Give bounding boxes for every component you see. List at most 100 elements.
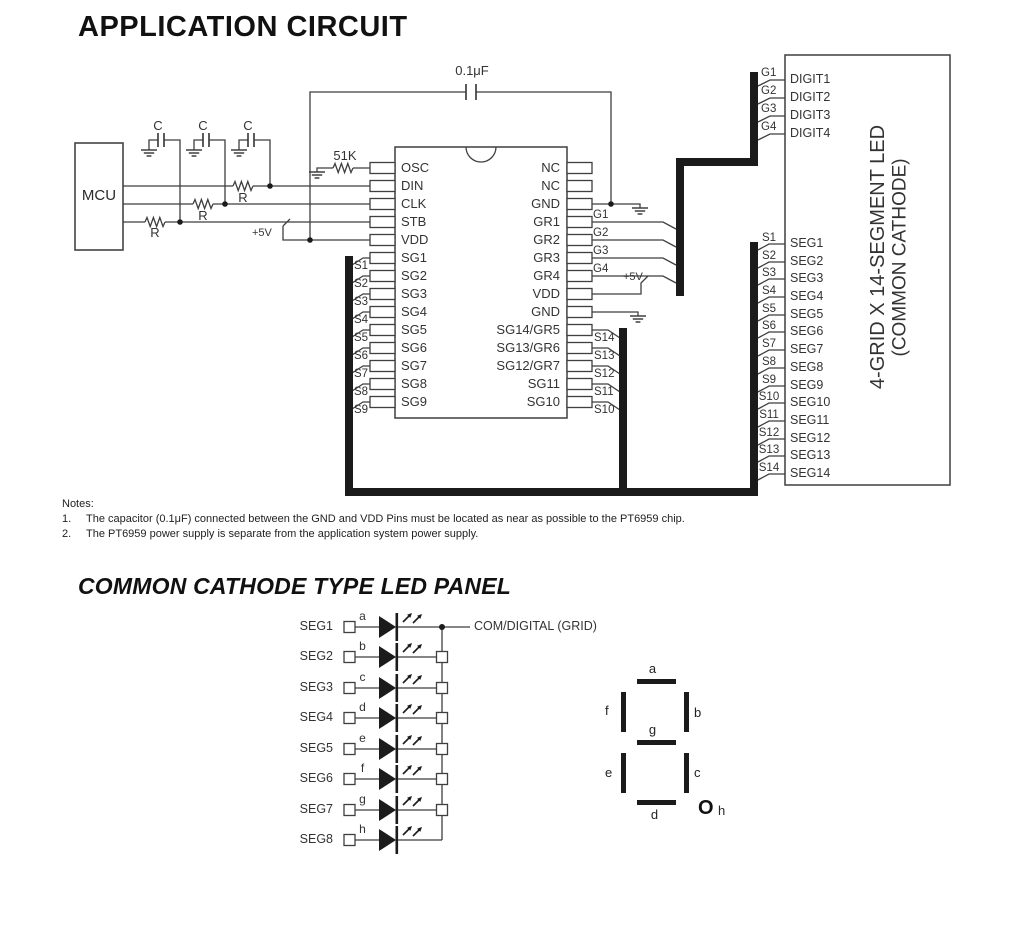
- panel-segment-letter: a: [359, 609, 366, 623]
- driver-chip-body: [394, 146, 568, 419]
- seg-wire-label: S11: [594, 386, 614, 398]
- panel-segment-letter: g: [359, 792, 366, 806]
- seg-pin-label: SEG11: [790, 413, 830, 427]
- seg-pin-label: SEG10: [790, 395, 831, 409]
- seg-wire-label: S8: [354, 386, 369, 398]
- chip-pin-label: GR2: [533, 232, 560, 247]
- segment-h-label: h: [718, 803, 726, 818]
- segment-f-label: f: [605, 703, 609, 718]
- seg-wire-label: S10: [758, 391, 780, 403]
- chip-pin-label: STB: [401, 214, 427, 229]
- chip-pin-label: VDD: [532, 286, 560, 301]
- mcu-box: [74, 142, 124, 251]
- panel-seg-label: SEG2: [299, 649, 333, 663]
- segment-b-bar: [684, 692, 689, 732]
- notes-heading: Notes:: [62, 498, 94, 510]
- digit-pin-label: DIGIT4: [790, 126, 831, 140]
- seg-pin-label: SEG1: [790, 236, 824, 250]
- led-panel-graphics: [343, 611, 470, 856]
- panel-seg-label: SEG1: [299, 619, 333, 633]
- chip-pin-label: SG10: [526, 394, 560, 409]
- seg-wire-label: S6: [354, 350, 369, 362]
- chip-notch: [465, 146, 497, 163]
- seg-wire-label: S2: [761, 250, 777, 262]
- segment-a-label: a: [648, 661, 657, 676]
- panel-seg-label: SEG7: [299, 802, 333, 816]
- segment-g-label: g: [648, 722, 657, 737]
- panel-seg-label: SEG3: [299, 680, 333, 694]
- panel-segment-letter: f: [360, 761, 365, 775]
- bypass-cap-label: C: [198, 118, 208, 133]
- grid-bus-horizontal: [676, 158, 758, 166]
- chip-pin-label: SG8: [401, 376, 428, 391]
- panel-seg-label: SEG6: [299, 771, 333, 785]
- segment-dot-glyph: O: [698, 797, 714, 819]
- led-module-title: 4-GRID X 14-SEGMENT LED: [867, 124, 889, 390]
- page-title: APPLICATION CIRCUIT: [78, 11, 408, 43]
- supply-label: +5V: [623, 271, 643, 283]
- seg-pin-label: SEG2: [790, 254, 824, 268]
- note-item: 1. The capacitor (0.1μF) connected betwe…: [62, 513, 685, 525]
- supply-label: +5V: [252, 227, 272, 239]
- seg-wire-label: S1: [761, 232, 777, 244]
- chip-pin-label: OSC: [401, 160, 430, 175]
- segment-a-bar: [637, 679, 676, 684]
- segment-d-bar: [637, 800, 676, 805]
- chip-pin-label: GND: [531, 304, 560, 319]
- segment-e-bar: [621, 753, 626, 793]
- segment-c-bar: [684, 753, 689, 793]
- chip-pin-label: SG1: [401, 250, 428, 265]
- seg-bus-left: [345, 256, 353, 496]
- com-digital-label: COM/DIGITAL (GRID): [474, 619, 597, 633]
- chip-pin-label: SG2: [401, 268, 428, 283]
- seg-pads: [343, 620, 449, 847]
- digit-pin-label: DIGIT1: [790, 72, 831, 86]
- seg-wire-label: S9: [761, 374, 777, 386]
- seg-wire-label: S7: [761, 338, 777, 350]
- seg-wire-label: S14: [758, 462, 780, 474]
- led-module-box: [784, 54, 951, 486]
- panel-segment-letter: d: [359, 700, 366, 714]
- segment-f-bar: [621, 692, 626, 732]
- junction-dots: [177, 183, 614, 243]
- seg-wire-label: S5: [761, 303, 777, 315]
- chip-pin-label: SG11: [527, 376, 560, 391]
- seg-pin-label: SEG7: [790, 342, 824, 356]
- segment-e-label: e: [605, 765, 613, 780]
- panel-section-title: COMMON CATHODE TYPE LED PANEL: [78, 573, 512, 599]
- note-text: The PT6959 power supply is separate from…: [86, 528, 479, 540]
- osc-res-label: 51K: [333, 148, 357, 163]
- seg-wire-label: S8: [761, 356, 777, 368]
- chip-pin-label: SG9: [401, 394, 428, 409]
- led-symbols: [377, 611, 399, 856]
- chip-pin-label: NC: [541, 178, 560, 193]
- seg-bus-led: [750, 242, 758, 496]
- grid-wire-label: G4: [761, 121, 777, 133]
- chip-pin-label: SG4: [401, 304, 428, 319]
- chip-pin-label: GR1: [533, 214, 560, 229]
- capacitor-plates: [157, 84, 477, 147]
- seg-pin-label: SEG12: [790, 431, 831, 445]
- panel-seg-label: SEG8: [299, 832, 333, 846]
- segment-layout-graphics: [621, 679, 689, 805]
- signal-wires: [123, 79, 785, 481]
- seg-pin-label: SEG14: [790, 466, 831, 480]
- chip-pin-label: CLK: [401, 196, 427, 211]
- chip-pin-label: GR4: [533, 268, 560, 283]
- seg-wire-label: S10: [594, 404, 615, 416]
- chip-pin-label: SG7: [401, 358, 428, 373]
- chip-pin-label: NC: [541, 160, 560, 175]
- grid-wire-label: G2: [761, 85, 777, 97]
- segment-c-label: c: [694, 765, 701, 780]
- grid-wire-label: G1: [593, 209, 609, 221]
- note-text: The capacitor (0.1μF) connected between …: [86, 513, 685, 525]
- series-res-label: R: [198, 208, 208, 223]
- bypass-cap-label: C: [243, 118, 253, 133]
- panel-segment-letter: e: [359, 731, 366, 745]
- panel-seg-label: SEG4: [299, 710, 333, 724]
- seg-bus-right: [619, 328, 627, 496]
- seg-wire-label: S3: [761, 267, 777, 279]
- seg-pin-label: SEG5: [790, 307, 824, 321]
